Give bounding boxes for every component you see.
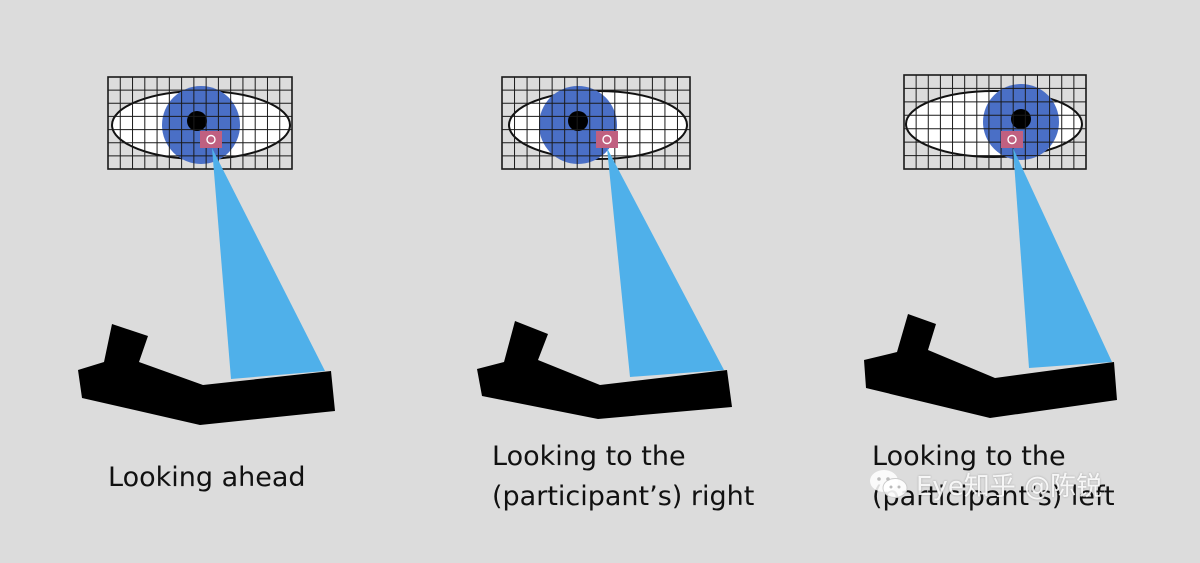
sight-beam — [607, 148, 724, 377]
caption-looking-ahead: Looking ahead — [108, 458, 306, 498]
camera-grid — [501, 76, 691, 170]
camera-lens-icon — [602, 134, 612, 145]
grid-frame — [107, 76, 293, 170]
caption-line: Looking ahead — [108, 462, 306, 493]
camera-marker — [1001, 131, 1023, 148]
camera-lens-icon — [206, 134, 216, 145]
pupil — [568, 111, 588, 131]
panel-looking-ahead — [78, 76, 335, 425]
caption-line: (participant’s) right — [492, 481, 755, 512]
camera-marker — [200, 131, 222, 148]
caption-looking-right: Looking to the (participant’s) right — [492, 437, 754, 517]
caption-looking-left: Looking to the (participant’s) left — [872, 437, 1115, 517]
watermark: Eye知乎 @陈锐 — [868, 462, 1168, 506]
camera-grid — [903, 74, 1087, 170]
caption-line: Looking to the — [492, 441, 686, 472]
sight-beam — [212, 148, 325, 379]
caption-line: (participant’s) left — [872, 481, 1115, 512]
pupil — [187, 111, 207, 131]
grid-frame — [903, 74, 1087, 170]
watermark-text: Eye知乎 @陈锐 — [916, 471, 1103, 502]
sight-beam — [1013, 148, 1112, 368]
headset-mount — [477, 321, 732, 419]
camera-lens-icon — [1007, 134, 1017, 145]
panel-looking-left — [864, 74, 1117, 418]
pupil — [1011, 109, 1031, 129]
caption-line: Looking to the — [872, 441, 1066, 472]
headset-mount — [78, 324, 335, 425]
camera-marker — [596, 131, 618, 148]
headset-mount — [864, 314, 1117, 418]
wechat-icon — [870, 470, 908, 498]
grid-frame — [501, 76, 691, 170]
panel-looking-right — [477, 76, 732, 419]
